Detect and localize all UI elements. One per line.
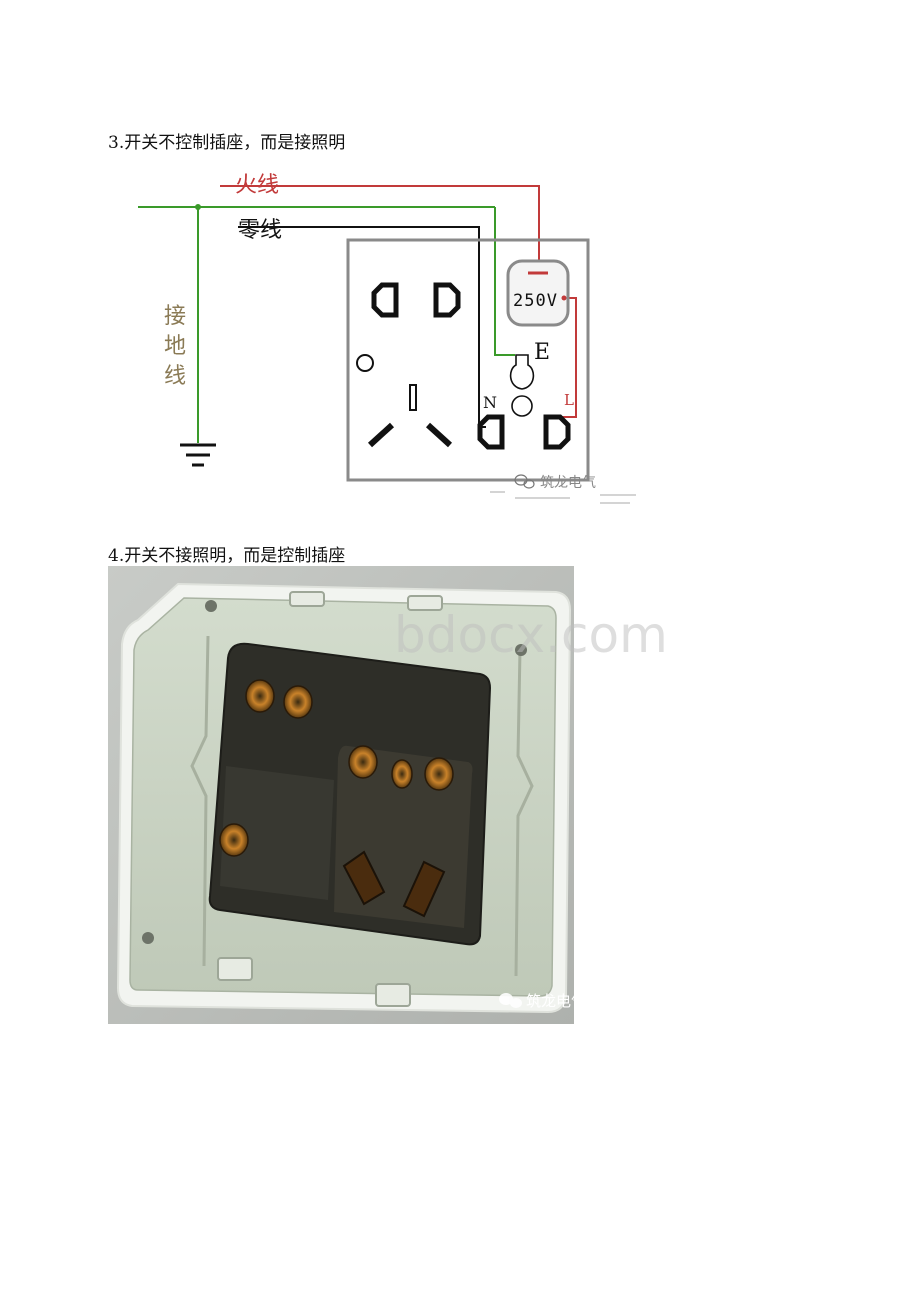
svg-text:地: 地	[164, 334, 186, 359]
svg-text:接: 接	[164, 304, 186, 329]
live-terminal-label: L	[564, 391, 574, 409]
earth-terminal-label: E	[534, 340, 550, 365]
two-pin-outlet	[371, 282, 461, 318]
diagram-credit: 筑龙电气	[540, 475, 596, 491]
voltage-switch	[506, 259, 570, 327]
svg-text:线: 线	[164, 364, 186, 389]
section-4-heading: 4.开关不接照明，而是控制插座	[108, 546, 346, 566]
indicator-hole	[356, 354, 374, 372]
terminal-outlets	[477, 414, 571, 450]
plate-ribs	[190, 635, 534, 977]
ground-wire	[138, 206, 515, 443]
photo-watermark: bdocx.com	[394, 606, 668, 664]
terminal-screws	[219, 679, 454, 857]
socket-frame	[346, 238, 590, 482]
wechat-icon	[514, 474, 535, 489]
section-3-heading: 3.开关不控制插座，而是接照明	[108, 133, 346, 153]
photo-wechat-icon	[499, 993, 522, 1008]
ground-junction	[195, 204, 201, 210]
switch-face	[220, 766, 334, 900]
mounting-holes	[142, 600, 527, 944]
neutral-terminal-label: N	[483, 393, 497, 412]
ground-wire-label: 接 地 线	[164, 304, 186, 389]
three-pin-outlet	[367, 384, 453, 448]
switch-back-photo: 筑龙电气 bdocx.com	[108, 566, 668, 1024]
neutral-wire	[238, 226, 486, 428]
earth-terminal-icon	[509, 354, 535, 417]
socket-pin-slots	[342, 850, 446, 918]
credit-noise	[490, 491, 636, 504]
photo-credit: 筑龙电气	[526, 992, 586, 1010]
wiring-diagram: 火线 零线 接 地 线 N L E 250V 筑龙电	[138, 173, 636, 504]
frame-clips	[217, 591, 443, 1007]
neutral-wire-label: 零线	[238, 218, 282, 243]
live-wire-label: 火线	[235, 173, 279, 198]
voltage-label: 250V	[513, 291, 558, 311]
ground-symbol-icon	[180, 443, 216, 467]
